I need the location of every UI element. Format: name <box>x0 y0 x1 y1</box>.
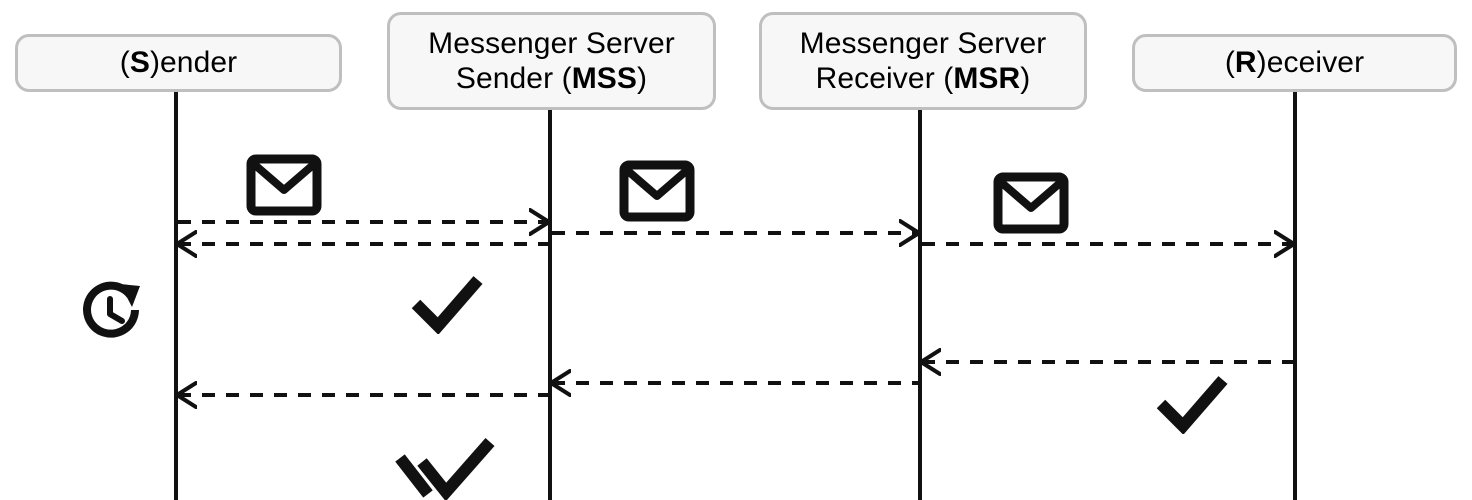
arrow-head-left-icon <box>175 230 198 258</box>
double-check-icon <box>394 430 498 500</box>
envelope-icon <box>993 172 1069 234</box>
participant-receiver-label: (R)eceiver <box>1224 46 1365 80</box>
arrow-head-right-icon <box>898 219 921 247</box>
arrow-head-left-icon <box>919 348 942 376</box>
lifeline-msr <box>918 110 922 500</box>
dashed-line <box>552 231 918 235</box>
arrow-head-left-icon <box>549 369 572 397</box>
dashed-line <box>552 381 918 385</box>
arrow-head-right-icon <box>1273 230 1296 258</box>
message-arrow-msr-to-mss <box>549 369 918 397</box>
message-arrow-receiver-to-msr <box>919 348 1293 376</box>
participant-receiver[interactable]: (R)eceiver <box>1132 34 1457 92</box>
participant-sender-label: (S)ender <box>119 46 238 80</box>
dashed-line <box>178 242 548 246</box>
dashed-line <box>922 360 1293 364</box>
dashed-line <box>922 242 1293 246</box>
participant-sender[interactable]: (S)ender <box>15 34 342 92</box>
lifeline-sender <box>174 92 178 500</box>
envelope-icon <box>246 154 322 216</box>
message-arrow-sender-to-mss <box>178 208 551 236</box>
lifeline-mss <box>548 110 552 500</box>
message-arrow-mss-to-msr <box>552 219 921 247</box>
dashed-line <box>178 393 548 397</box>
single-check-icon <box>1153 372 1231 434</box>
arrow-head-left-icon <box>175 381 198 409</box>
message-arrow-msr-to-receiver <box>922 230 1296 258</box>
lifeline-receiver <box>1293 92 1297 500</box>
dashed-line <box>178 220 548 224</box>
arrow-head-right-icon <box>528 208 551 236</box>
message-arrow-mss-to-sender <box>175 381 548 409</box>
single-check-icon <box>408 272 486 334</box>
envelope-icon <box>619 160 695 222</box>
message-arrow-mss-to-sender-ack <box>175 230 548 258</box>
history-retry-icon <box>76 280 148 344</box>
